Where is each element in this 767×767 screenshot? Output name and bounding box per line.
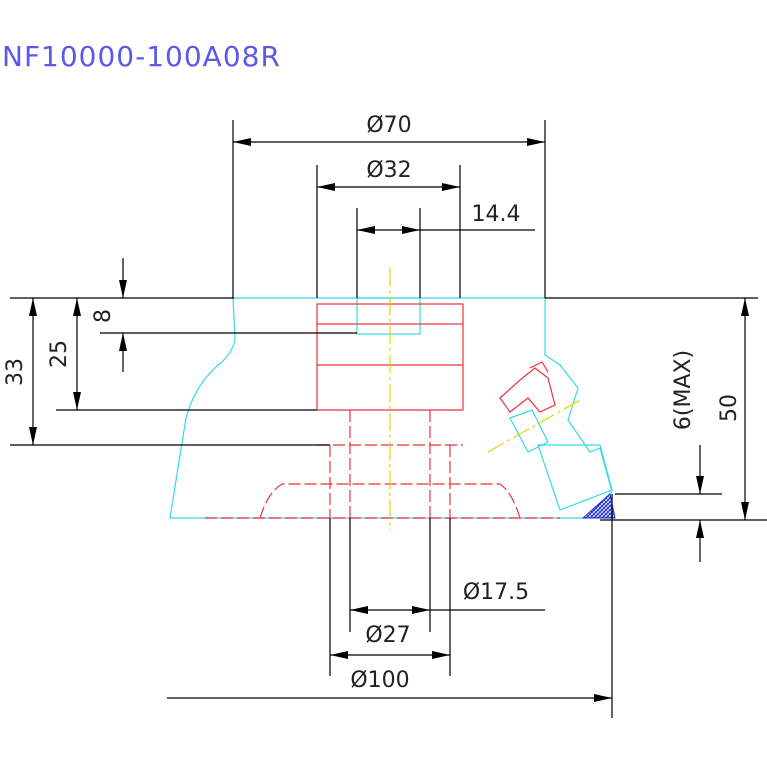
cutter-body-outline xyxy=(169,297,613,519)
dim-label-8: 8 xyxy=(91,309,116,323)
dim-label-6-max: 6(MAX) xyxy=(671,350,696,430)
dim-label-50: 50 xyxy=(717,394,742,422)
dim-label-dia-17-5: Ø17.5 xyxy=(463,580,529,605)
hidden-bore-lines xyxy=(205,303,560,519)
dimension-lines xyxy=(10,120,767,718)
insert-hatched xyxy=(581,493,616,519)
part-number-title: NF10000-100A08R xyxy=(2,40,281,73)
dim-label-25: 25 xyxy=(47,340,72,368)
dimension-labels: Ø70 Ø32 14.4 8 25 33 6(MAX) 50 Ø17.5 Ø27… xyxy=(3,113,742,693)
dim-label-dia-70: Ø70 xyxy=(366,113,411,138)
dim-label-33: 33 xyxy=(3,358,28,386)
dim-label-dia-27: Ø27 xyxy=(365,623,410,648)
dim-label-dia-100: Ø100 xyxy=(350,668,409,693)
dim-label-14-4: 14.4 xyxy=(472,202,521,227)
center-lines xyxy=(389,268,581,530)
dim-label-dia-32: Ø32 xyxy=(366,158,411,183)
